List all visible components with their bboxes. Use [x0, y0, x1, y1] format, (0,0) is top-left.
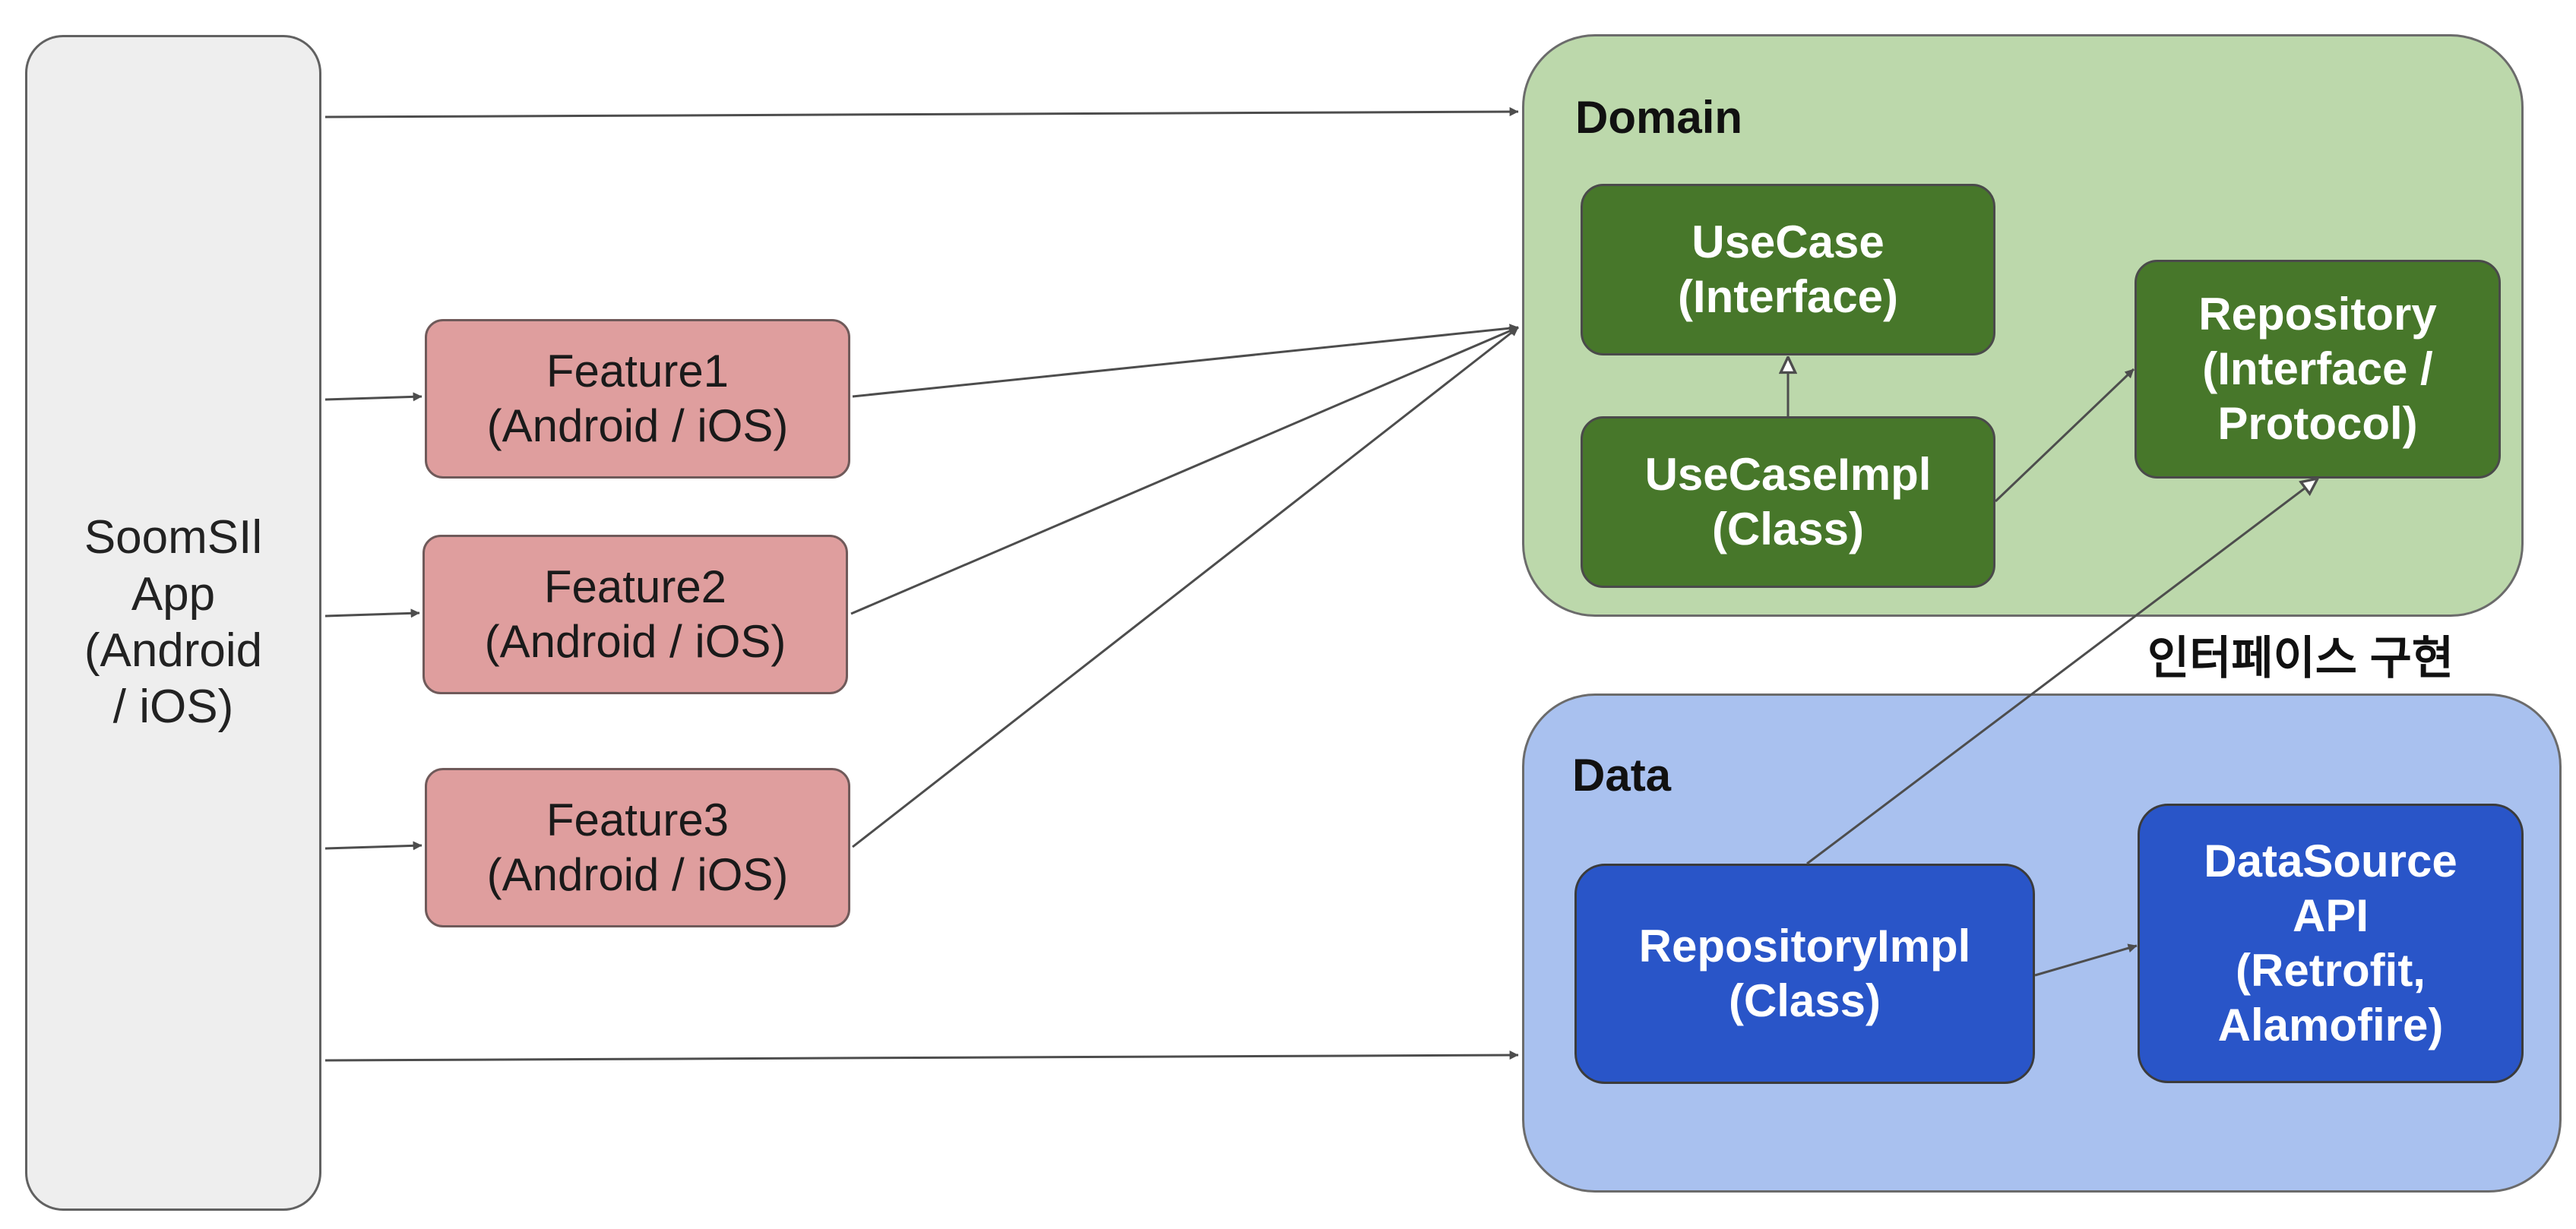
- data-layer-title: Data: [1572, 750, 1672, 801]
- edge-app-to-feature1: [324, 392, 422, 402]
- repository-impl-node: RepositoryImpl (Class): [1574, 864, 2035, 1084]
- interface-implementation-caption: 인터페이스 구현: [2147, 633, 2454, 684]
- edge-app-to-feature3: [324, 841, 422, 851]
- edge-app-to-data: [324, 1050, 1519, 1062]
- datasource-api-node: DataSource API (Retrofit, Alamofire): [2138, 804, 2524, 1083]
- edge-app-to-feature2: [324, 608, 420, 618]
- usecase-impl-node: UseCaseImpl (Class): [1581, 416, 1995, 588]
- domain-layer-title: Domain: [1575, 92, 1743, 143]
- edge-feature3-to-domain: [852, 326, 1519, 848]
- app-node: SoomSIl App (Android / iOS): [25, 35, 321, 1211]
- repository-interface-node: Repository (Interface / Protocol): [2135, 260, 2501, 479]
- usecase-interface-node: UseCase (Interface): [1581, 184, 1995, 355]
- edge-app-to-domain: [324, 107, 1519, 118]
- edge-feature1-to-domain: [852, 324, 1519, 398]
- feature2-node: Feature2 (Android / iOS): [422, 535, 848, 694]
- feature3-node: Feature3 (Android / iOS): [425, 768, 850, 927]
- feature1-node: Feature1 (Android / iOS): [425, 319, 850, 479]
- edge-feature2-to-domain: [850, 326, 1519, 615]
